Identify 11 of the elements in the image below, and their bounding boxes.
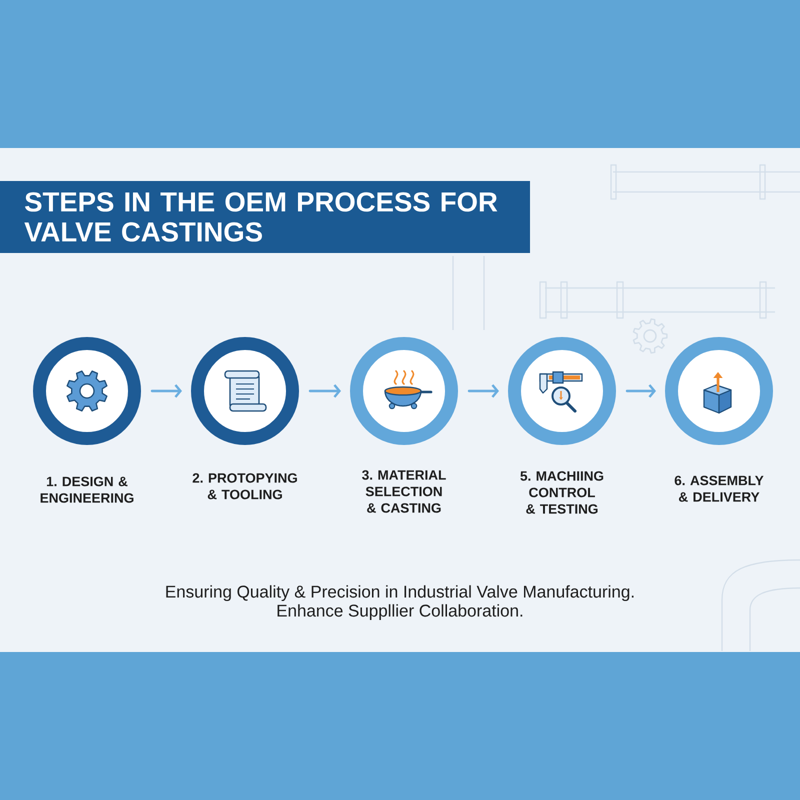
step-label: 2. PROTOPYING & TOOLING [192, 473, 297, 500]
step-label: 5. MACHIING CONTROL & TESTING [520, 471, 604, 514]
step-label: 6. ASSEMBLY & DELIVERY [674, 476, 764, 502]
step-label: 3. MATERIAL SELECTION & CASTING [362, 470, 446, 513]
arrow [150, 384, 182, 398]
arrow [308, 384, 341, 398]
step-label: 1. DESIGN & ENGINEERING [40, 476, 134, 503]
caption: Ensuring Quality & Precision in Industrial Valve Manufacturing. Enhance Suppllier Collaboration. [166, 585, 634, 620]
title-banner: STEPS IN THE OEM PROCESS FOR VALVE CASTINGS [0, 181, 530, 253]
arrow [626, 384, 656, 398]
arrow [468, 384, 499, 398]
